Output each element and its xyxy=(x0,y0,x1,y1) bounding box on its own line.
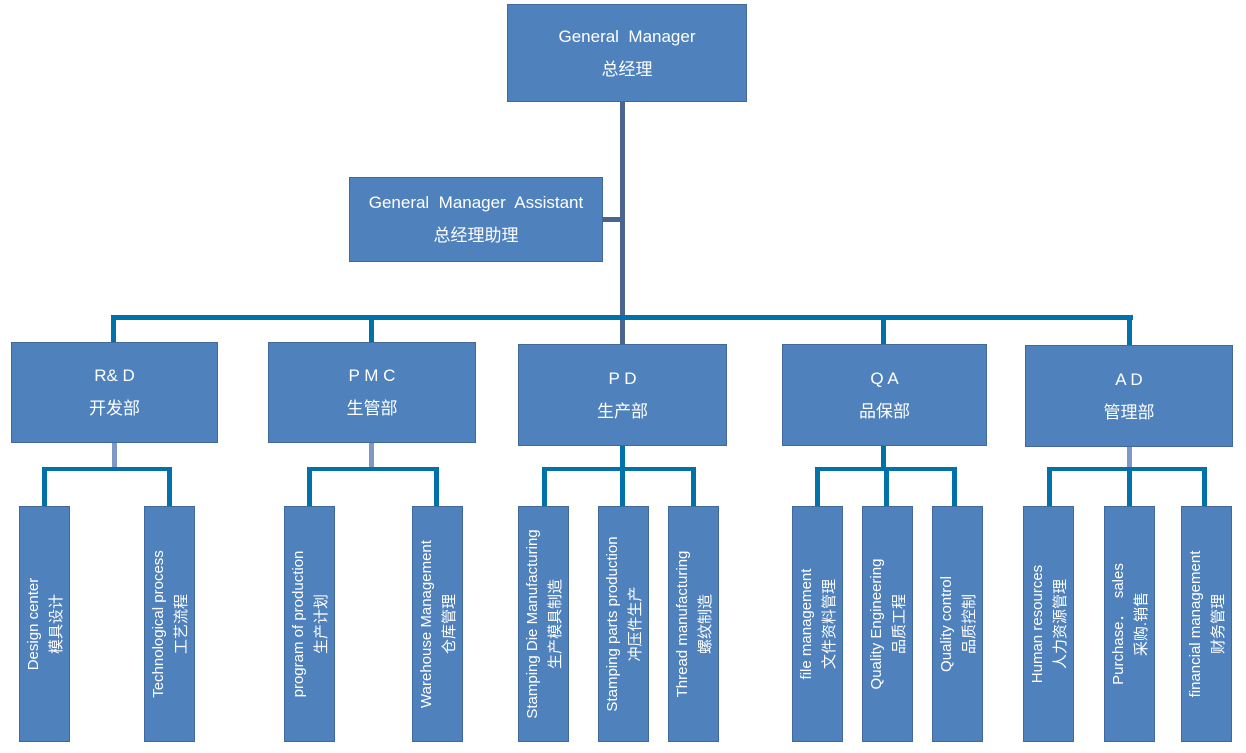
node-stamping-parts-production[interactable]: Stamping parts production 冲压件生产 xyxy=(598,506,649,742)
node-program-of-production[interactable]: program of production 生产计划 xyxy=(284,506,335,742)
node-label-en: R& D xyxy=(94,366,135,385)
connector-stub-ad xyxy=(1127,447,1132,468)
node-label-en: General Manager Assistant xyxy=(368,193,584,212)
node-label-en: Warehouse Management xyxy=(417,540,435,708)
connector-drop-rd xyxy=(111,318,116,344)
connector-drop-qa xyxy=(881,318,886,346)
node-label-zh: 总经理助理 xyxy=(433,226,519,245)
node-label-zh: 人力资源管理 xyxy=(1051,579,1069,670)
node-quality-engineering[interactable]: Quality Engineering 品质工程 xyxy=(862,506,913,742)
node-label-en: Stamping parts production xyxy=(603,536,621,712)
node-warehouse-management[interactable]: Warehouse Management 仓库管理 xyxy=(412,506,463,742)
node-dept-rd[interactable]: R& D 开发部 xyxy=(11,342,218,443)
connector-childdrop xyxy=(620,467,625,508)
node-label-zh: 总经理 xyxy=(601,59,653,79)
node-label-en: P M C xyxy=(348,366,396,385)
connector-stub-rd xyxy=(112,443,117,469)
connector-subrail-pmc xyxy=(307,467,439,471)
node-general-manager-assistant[interactable]: General Manager Assistant 总经理助理 xyxy=(349,177,603,262)
connector-childdrop xyxy=(1047,467,1052,508)
node-technological-process[interactable]: Technological process 工艺流程 xyxy=(144,506,195,742)
node-label-en: General Manager xyxy=(558,26,696,46)
node-label-zh: 开发部 xyxy=(89,399,140,418)
node-stamping-die-manufacturing[interactable]: Stamping Die Manufacturing 生产模具制造 xyxy=(518,506,569,742)
connector-stub-qa xyxy=(881,446,886,469)
node-dept-pmc[interactable]: P M C 生管部 xyxy=(268,342,476,443)
node-label-zh: 生产部 xyxy=(597,401,648,421)
connector-drop-pmc xyxy=(369,318,374,344)
node-label-en: Thread manufacturing xyxy=(673,550,691,698)
node-label-zh: 品质控制 xyxy=(960,594,978,655)
connector-stub-pd xyxy=(620,446,625,469)
node-purchase-sales[interactable]: Purchase． sales 采购.销售 xyxy=(1104,506,1155,742)
connector-childdrop xyxy=(167,467,172,508)
node-label-zh: 品质工程 xyxy=(890,594,908,655)
connector-childdrop xyxy=(691,467,696,508)
node-label-en: Purchase． sales xyxy=(1109,563,1127,685)
connector-childdrop xyxy=(815,467,820,508)
node-label-en: Q A xyxy=(870,368,899,388)
node-label-en: Quality control xyxy=(937,576,955,672)
connector-subrail-rd xyxy=(42,467,172,471)
node-thread-manufacturing[interactable]: Thread manufacturing 螺纹制造 xyxy=(668,506,719,742)
node-general-manager[interactable]: General Manager 总经理 xyxy=(507,4,747,102)
node-label-zh: 采购.销售 xyxy=(1132,591,1150,657)
connector-assistant-link xyxy=(601,217,622,222)
node-label-en: P D xyxy=(608,368,637,388)
node-dept-pd[interactable]: P D 生产部 xyxy=(518,344,727,446)
connector-subrail-pd xyxy=(542,467,696,471)
connector-childdrop xyxy=(1202,467,1207,508)
node-design-center[interactable]: Design center 模具设计 xyxy=(19,506,70,742)
connector-childdrop xyxy=(952,467,957,508)
connector-stub-pmc xyxy=(369,443,374,470)
connector-childdrop xyxy=(307,467,312,508)
node-label-zh: 冲压件生产 xyxy=(626,586,644,662)
connector-root-stem xyxy=(620,102,625,345)
node-label-zh: 生管部 xyxy=(346,399,398,418)
connector-main-rail xyxy=(111,315,1133,320)
node-human-resources[interactable]: Human resources 人力资源管理 xyxy=(1023,506,1074,742)
node-label-en: Technological process xyxy=(149,550,167,698)
connector-drop-ad xyxy=(1127,318,1132,347)
node-label-zh: 生产计划 xyxy=(312,594,330,655)
node-label-zh: 工艺流程 xyxy=(172,594,190,655)
node-label-en: A D xyxy=(1115,369,1143,389)
node-label-en: Human resources xyxy=(1028,564,1046,684)
node-label-zh: 螺纹制造 xyxy=(696,594,714,655)
connector-childdrop xyxy=(1127,467,1132,508)
node-label-en: file management xyxy=(797,568,815,680)
node-file-management[interactable]: file management 文件资料管理 xyxy=(792,506,843,742)
node-label-en: financial management xyxy=(1186,550,1204,698)
connector-childdrop xyxy=(884,467,889,508)
connector-childdrop xyxy=(42,467,47,508)
node-label-zh: 生产模具制造 xyxy=(546,579,564,670)
node-label-zh: 文件资料管理 xyxy=(820,579,838,670)
node-financial-management[interactable]: financial management 财务管理 xyxy=(1181,506,1232,742)
node-label-en: Stamping Die Manufacturing xyxy=(523,529,541,719)
connector-childdrop xyxy=(542,467,547,508)
node-label-zh: 管理部 xyxy=(1103,402,1155,422)
node-label-en: program of production xyxy=(289,550,307,698)
node-dept-ad[interactable]: A D 管理部 xyxy=(1025,345,1233,447)
node-label-en: Quality Engineering xyxy=(867,558,885,690)
node-label-en: Design center xyxy=(24,577,42,671)
node-label-zh: 品保部 xyxy=(859,401,910,421)
node-label-zh: 财务管理 xyxy=(1209,594,1227,655)
node-dept-qa[interactable]: Q A 品保部 xyxy=(782,344,987,446)
node-label-zh: 仓库管理 xyxy=(440,594,458,655)
connector-childdrop xyxy=(434,467,439,508)
node-quality-control[interactable]: Quality control 品质控制 xyxy=(932,506,983,742)
node-label-zh: 模具设计 xyxy=(47,594,65,655)
